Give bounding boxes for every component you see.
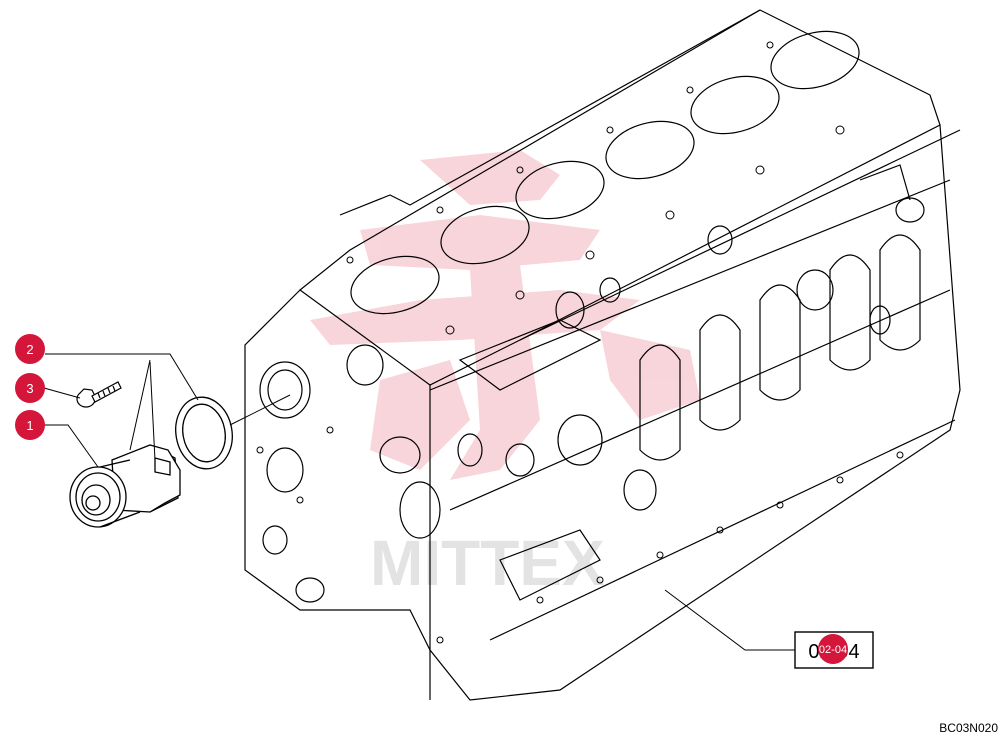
callout-2[interactable]: 2 [15, 334, 45, 364]
callout-1-label: 1 [26, 418, 33, 433]
figure-code: BC03N020 [939, 721, 998, 735]
o-ring-part [175, 396, 233, 470]
water-pump-part [69, 444, 181, 528]
watermark-text: MITTEX [370, 527, 605, 599]
reference-badge [818, 634, 848, 664]
block-holes [256, 41, 904, 644]
engine-block [244, 9, 961, 701]
watermark-logo [310, 150, 700, 480]
bolt-part [76, 381, 122, 408]
callout-1[interactable]: 1 [15, 410, 45, 440]
callout-3[interactable]: 3 [15, 373, 45, 403]
callout-3-label: 3 [26, 381, 33, 396]
reference-badge-text: 02-04 [819, 644, 847, 656]
leader-lines [43, 353, 795, 651]
callout-2-label: 2 [26, 342, 33, 357]
reference-box[interactable]: 02-04 02-04 [794, 631, 874, 669]
